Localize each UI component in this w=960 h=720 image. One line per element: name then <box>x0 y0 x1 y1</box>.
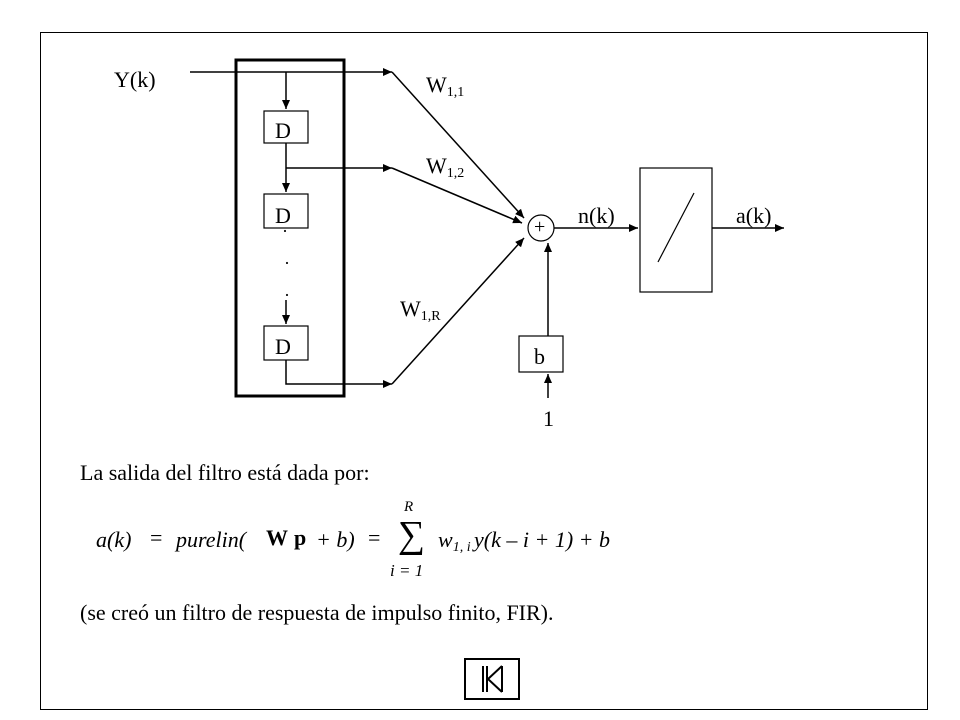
purelin-block <box>639 167 713 293</box>
linear-transfer-icon <box>657 192 695 263</box>
output-label: a(k) <box>736 203 772 228</box>
first-slide-button[interactable] <box>464 658 520 700</box>
delay-label-1: D <box>275 118 291 143</box>
bias-input-label: 1 <box>543 406 554 431</box>
formula-sum-lower: i = 1 <box>390 561 424 580</box>
weight-label-2: W1,2 <box>426 153 465 181</box>
formula-input-vector: p <box>294 525 307 550</box>
note-text: (se creó un filtro de respuesta de impul… <box>80 600 554 625</box>
formula-lhs: a(k) <box>96 527 132 552</box>
delay-line-box <box>234 58 346 398</box>
slide-frame <box>40 32 928 710</box>
weight-label-r: W1,R <box>400 296 441 324</box>
continuation-dot-3: · <box>284 285 290 305</box>
bias-label: b <box>534 344 545 369</box>
weight-line-r <box>391 237 525 385</box>
tap-r-line <box>285 360 392 388</box>
weight-label-1: W1,1 <box>426 72 465 100</box>
bias-block <box>518 335 564 373</box>
delay-block-2 <box>263 193 309 229</box>
weight-line-1 <box>391 71 525 219</box>
formula-summand: y(k – i + 1) + b <box>474 527 610 552</box>
formula-weight-element: w1, i <box>438 527 471 555</box>
summation-symbol: + <box>534 216 546 238</box>
delay-label-2: D <box>275 203 291 228</box>
net-input-label: n(k) <box>578 203 615 228</box>
input-label: Y(k) <box>114 67 156 92</box>
caption-text: La salida del filtro está dada por: <box>80 460 370 485</box>
formula-sum-upper: R <box>404 499 414 515</box>
formula-weight-matrix: W <box>266 525 288 550</box>
formula-purelin: purelin( <box>176 527 247 552</box>
delay-block-1 <box>263 110 309 144</box>
first-slide-icon <box>482 665 503 693</box>
formula-equals-1: = <box>150 525 163 550</box>
weight-line-2 <box>391 167 523 224</box>
delay-label-3: D <box>275 334 291 359</box>
delay-block-3 <box>263 325 309 361</box>
continuation-dot-2: · <box>284 253 290 273</box>
formula-sum-sign: ∑ <box>398 514 426 556</box>
continuation-dot-1: · <box>282 221 288 241</box>
formula-bias-term: + b) <box>316 527 355 552</box>
formula-equals-2: = <box>368 525 381 550</box>
